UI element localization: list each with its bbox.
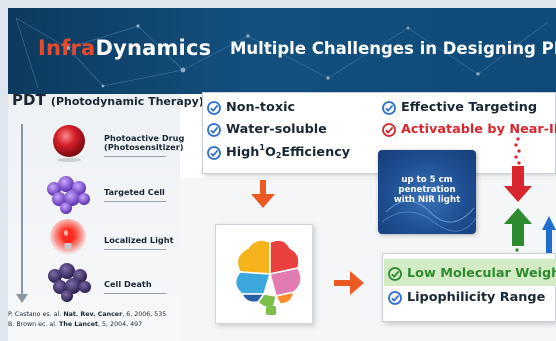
pdt-main-text: PDT xyxy=(12,91,46,109)
logo-rest-text: Dynamics xyxy=(95,36,212,60)
stage-rule xyxy=(104,156,166,157)
reference-1: P. Castano es. al. Nat. Rev. Cancer, 6, … xyxy=(8,311,167,318)
brain-icon xyxy=(234,239,302,315)
network-decoration xyxy=(15,17,549,89)
check-circle-icon xyxy=(207,100,221,115)
down-arrow-red-icon xyxy=(504,166,532,202)
up-arrow-green-icon xyxy=(504,208,532,246)
down-arrow-orange-icon xyxy=(251,180,275,208)
stage-rule xyxy=(104,249,166,250)
check-circle-red-icon xyxy=(382,122,396,137)
slide-title: Multiple Challenges in Designing PDT Age… xyxy=(230,39,556,58)
check-circle-icon xyxy=(388,290,402,305)
stage-icons xyxy=(47,125,91,302)
dotted-red-connector xyxy=(514,137,521,165)
stage-rule xyxy=(104,293,166,294)
req-effective-targeting: Effective Targeting xyxy=(382,100,537,115)
nir-note: up to 5 cm penetration with NIR light xyxy=(393,175,461,205)
process-arrow-line xyxy=(21,124,23,296)
pdt-subtitle: (Photodynamic Therapy) xyxy=(50,95,204,108)
light-bulb-icon xyxy=(50,219,86,255)
stage-label-light: Localized Light xyxy=(104,235,174,245)
nir-glow-decoration xyxy=(381,200,476,232)
req-lipophilicity: Lipophilicity Range xyxy=(388,290,545,305)
highlight-strip xyxy=(384,259,556,286)
balance-arrows xyxy=(504,137,532,270)
req-non-toxic: Non-toxic xyxy=(207,100,295,115)
req-water-soluble: Water-soluble xyxy=(207,122,327,137)
stage-label-drug: Photoactive Drug(Photosensitizer) xyxy=(104,133,185,152)
dead-cell-icon xyxy=(48,263,91,302)
check-circle-icon xyxy=(382,100,396,115)
cell-cluster-icon xyxy=(47,176,90,214)
req-low-molecular-weight: Low Molecular Weight xyxy=(388,266,556,281)
process-arrow-head xyxy=(16,294,28,303)
side-blue-arrow-icon xyxy=(542,216,556,262)
stage-rule xyxy=(104,201,166,202)
logo-accent-text: Infra xyxy=(38,36,96,60)
pdt-heading: PDT (Photodynamic Therapy) xyxy=(12,91,204,109)
red-sphere-icon xyxy=(53,125,85,162)
company-logo: InfraDynamics xyxy=(38,36,211,60)
req-activatable-nir: Activatable by Near-IR xyxy=(382,122,556,137)
stage-label-cell: Targeted Cell xyxy=(104,187,165,197)
pdt-panel xyxy=(8,94,180,341)
stage-label-death: Cell Death xyxy=(104,279,152,289)
slide-frame: InfraDynamics Multiple Challenges in Des… xyxy=(8,8,556,341)
slide-header: InfraDynamics Multiple Challenges in Des… xyxy=(8,8,556,94)
check-circle-icon xyxy=(207,145,221,160)
right-arrow-orange-icon xyxy=(334,271,364,295)
check-circle-icon xyxy=(207,122,221,137)
check-circle-green-icon xyxy=(388,266,402,281)
reference-2: B. Brown ec. al. The Lancet, 5, 2004, 49… xyxy=(8,321,143,328)
